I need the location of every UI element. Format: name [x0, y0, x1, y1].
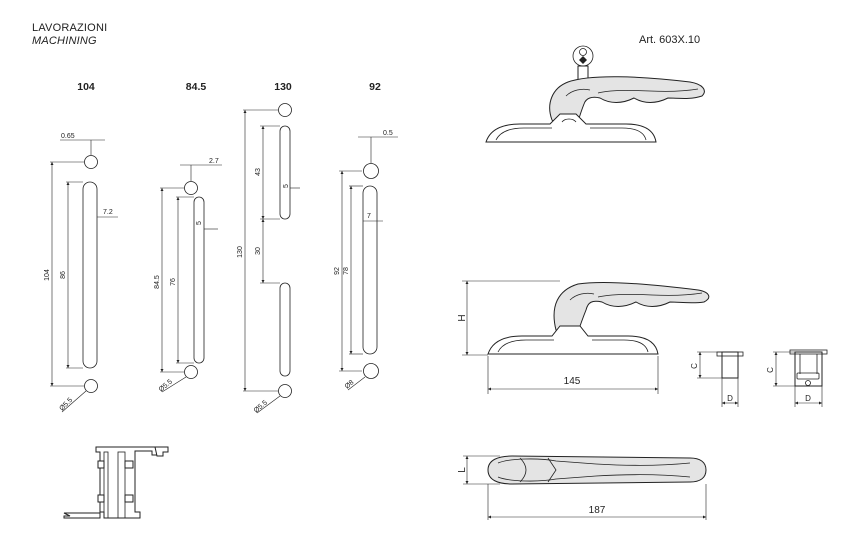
machining-1-slot [82, 181, 98, 369]
machining-2-width: 5 [196, 221, 203, 225]
dim-total-length: 187 [589, 505, 606, 516]
machining-detail-2: 84.5 2.7 5 84.5 76 Ø5.5 [154, 81, 222, 394]
machining-2-top-hole [184, 181, 198, 195]
machining-4-top-label: 92 [369, 81, 381, 93]
machining-3-bottom-hole [278, 384, 292, 398]
machining-1-width: 7.2 [103, 209, 113, 216]
machining-4-width: 7 [367, 213, 371, 220]
machining-3-lower-slot [279, 282, 291, 377]
bracket-detail-2: C D [766, 349, 828, 407]
machining-4-hole: Ø8 [344, 379, 356, 390]
machining-4-overall: 92 [334, 267, 341, 275]
dim-l: L [457, 467, 468, 473]
machining-1-bottom-hole [84, 379, 98, 393]
header-title: LAVORAZIONI [32, 22, 108, 34]
dim-height: H [457, 314, 468, 321]
dim-c-2: C [766, 367, 775, 373]
machining-4-top-hole [363, 163, 379, 179]
handle-base [485, 113, 657, 143]
machining-3-slot-top: 43 [255, 168, 262, 176]
machining-detail-3: 130 5 130 43 30 Ø5.5 [237, 81, 300, 415]
handle-top-view: L 187 [457, 455, 707, 520]
machining-detail-4: 92 0.5 7 92 78 Ø8 [334, 81, 398, 391]
machining-4-slot [362, 185, 378, 355]
machining-1-overall: 104 [44, 269, 51, 281]
machining-1-hole: Ø5.5 [58, 397, 74, 413]
machining-2-slot [193, 196, 205, 364]
machining-2-offset: 2.7 [209, 158, 219, 165]
machining-3-top-label: 130 [274, 81, 292, 93]
dim-d-1: D [727, 394, 733, 403]
dim-d-2: D [805, 394, 811, 403]
machining-detail-1: 104 0.65 7.2 104 86 Ø5.5 [44, 81, 118, 412]
machining-3-hole: Ø5.5 [253, 399, 269, 414]
handle-side-view: H 145 [457, 280, 710, 394]
profile-cross-section [63, 446, 169, 519]
header-subtitle: MACHINING [32, 35, 97, 47]
machining-3-width: 5 [283, 184, 290, 188]
machining-1-slot-length: 86 [60, 271, 67, 279]
machining-2-top-label: 84.5 [186, 81, 207, 93]
machining-3-gap: 30 [255, 247, 262, 255]
machining-2-bottom-hole [184, 365, 198, 379]
machining-4-slot-length: 78 [343, 267, 350, 275]
handle-with-key-view [485, 45, 705, 143]
header: LAVORAZIONI MACHINING [32, 22, 107, 48]
machining-2-overall: 84.5 [154, 275, 161, 289]
bracket-detail-1: C D [690, 351, 744, 407]
machining-3-overall: 130 [237, 246, 244, 258]
machining-1-top-label: 104 [77, 81, 95, 93]
machining-1-offset: 0.65 [61, 133, 75, 140]
machining-3-upper-slot [279, 125, 291, 220]
machining-3-top-hole [278, 103, 292, 117]
machining-1-top-hole [84, 155, 98, 169]
machining-2-slot-length: 76 [170, 278, 177, 286]
article-code: Art. 603X.10 [639, 34, 701, 46]
dim-base-length: 145 [564, 376, 581, 387]
machining-4-offset: 0.5 [383, 130, 393, 137]
machining-4-bottom-hole [363, 363, 379, 379]
dim-c-1: C [690, 363, 699, 369]
